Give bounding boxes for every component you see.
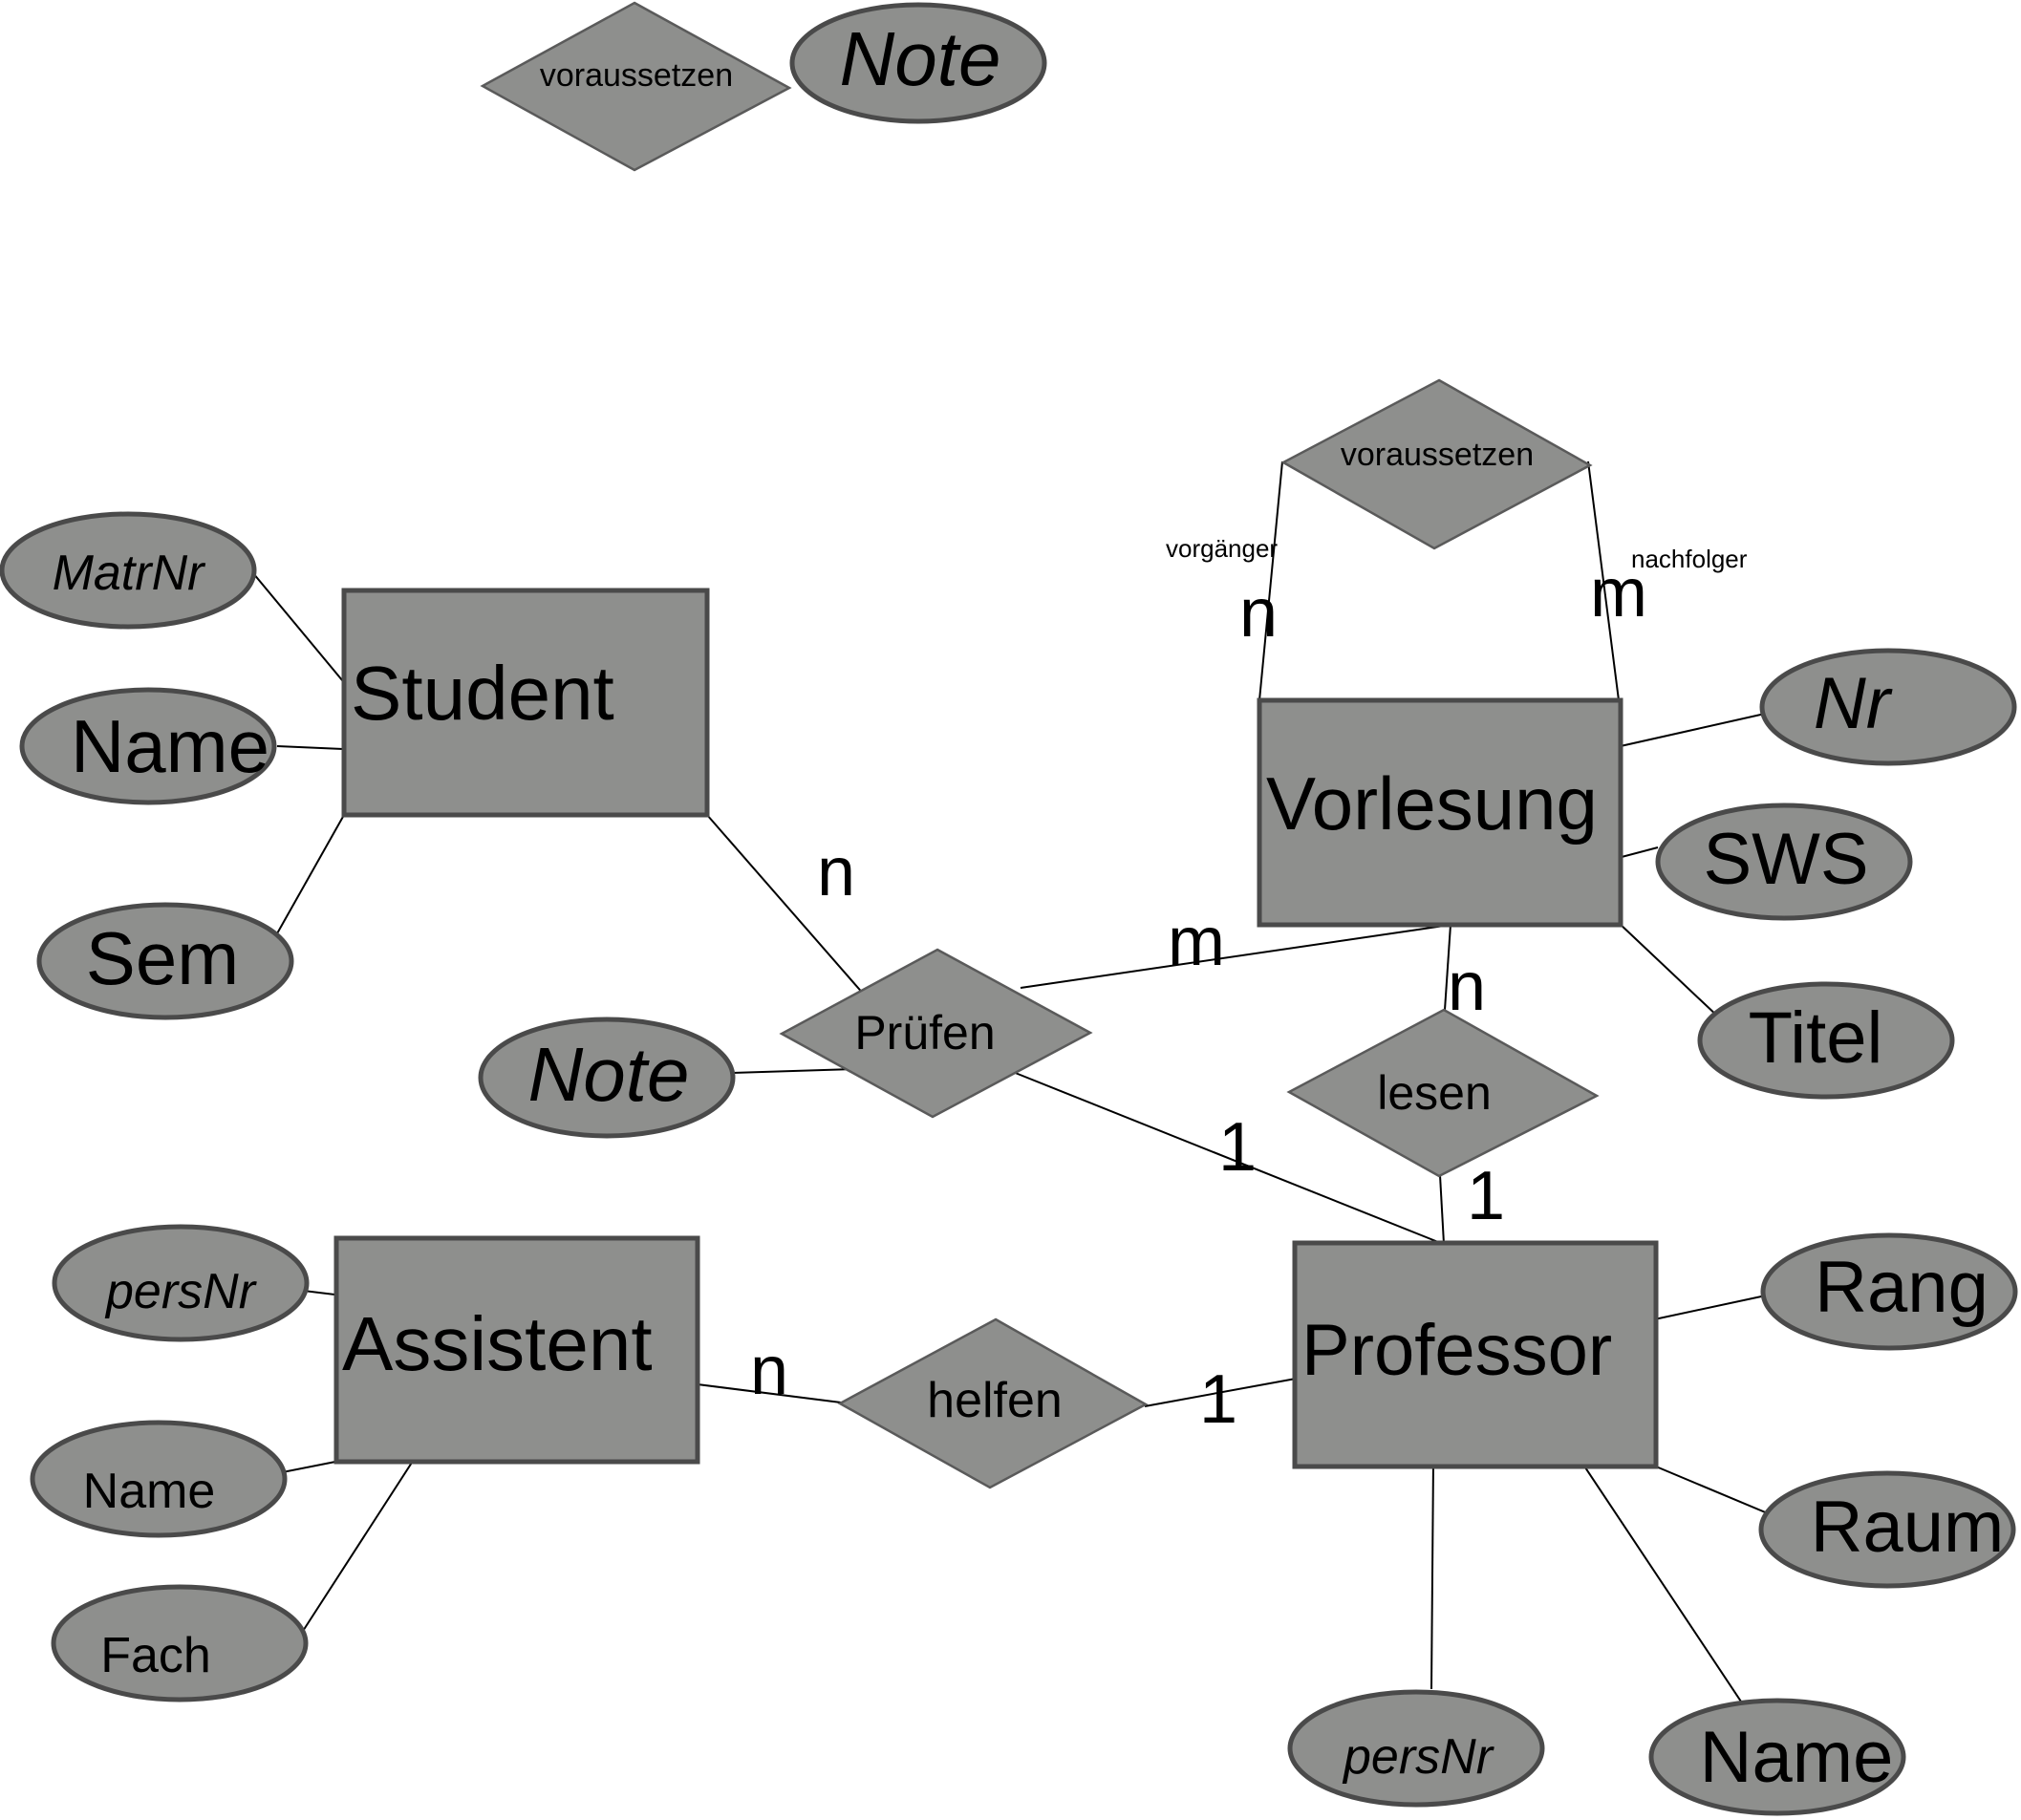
relationship-lesen-label: lesen [1377, 1066, 1492, 1120]
edge-pruefen-professor [1012, 1071, 1444, 1245]
edge-vorlesung-titel [1618, 922, 1721, 1019]
role-vorgaenger: vorgänger [1166, 534, 1278, 563]
edge-voraussetzen-nachfolger [1587, 460, 1620, 701]
cardinality-vorlesung-pruefen: m [1168, 904, 1225, 980]
attribute-assistent-persnr-label: persNr [104, 1264, 258, 1319]
attribute-professor-persnr-label: persNr [1342, 1729, 1495, 1785]
attribute-professor-raum[interactable]: Raum [1758, 1470, 2016, 1589]
attribute-vorlesung-titel-label: Titel [1749, 997, 1883, 1079]
attribute-note-top-label: Note [840, 16, 1001, 101]
edge-assistent-helfen [689, 1382, 842, 1403]
attribute-assistent-fach-label: Fach [100, 1628, 211, 1683]
attribute-professor-name[interactable]: Name [1648, 1698, 1906, 1816]
attribute-professor-raum-label: Raum [1811, 1487, 2005, 1568]
cardinality-professor-pruefen: 1 [1218, 1109, 1257, 1186]
attribute-student-name[interactable]: Name [19, 687, 277, 805]
relationship-lesen[interactable]: lesen [1286, 1008, 1600, 1178]
attribute-student-name-label: Name [71, 704, 269, 788]
relationship-helfen-label: helfen [927, 1373, 1063, 1428]
cardinality-student-pruefen: n [817, 834, 855, 910]
attribute-professor-name-label: Name [1700, 1717, 1894, 1798]
role-nachfolger: nachfolger [1631, 545, 1748, 573]
cardinality-voraussetzen-nachfolger: m [1590, 555, 1647, 632]
relationship-voraussetzen[interactable]: voraussetzen [1280, 378, 1593, 550]
attribute-vorlesung-sws-label: SWS [1703, 819, 1868, 900]
entity-vorlesung-label: Vorlesung [1266, 761, 1598, 846]
attribute-vorlesung-sws[interactable]: SWS [1655, 803, 1913, 921]
relationship-pruefen-label: Prüfen [854, 1006, 995, 1060]
entity-student[interactable]: Student [341, 588, 710, 818]
edge-pruefen-vorlesung [1020, 924, 1451, 989]
relationship-helfen[interactable]: helfen [837, 1317, 1149, 1489]
entity-assistent[interactable]: Assistent [333, 1235, 700, 1465]
relationship-voraussetzen-top-label: voraussetzen [540, 57, 733, 94]
attribute-student-sem-label: Sem [86, 916, 239, 1000]
entity-vorlesung[interactable]: Vorlesung [1257, 697, 1623, 928]
attribute-pruefen-note-label: Note [528, 1032, 690, 1117]
edge-professor-persnr [1430, 1459, 1434, 1690]
edge-student-matrnr [252, 572, 357, 698]
attribute-professor-rang[interactable]: Rang [1760, 1232, 2018, 1351]
edge-helfen-professor [1144, 1378, 1297, 1407]
attribute-note-top[interactable]: Note [789, 2, 1047, 124]
edge-professor-name [1569, 1444, 1750, 1714]
attribute-vorlesung-nr[interactable]: Nr [1759, 648, 2017, 766]
entity-assistent-label: Assistent [342, 1301, 653, 1386]
attribute-professor-rang-label: Rang [1815, 1247, 1989, 1328]
entity-professor[interactable]: Professor [1292, 1240, 1659, 1469]
attribute-assistent-fach[interactable]: Fach [51, 1584, 309, 1702]
edge-lesen-professor [1439, 1174, 1445, 1245]
edge-professor-rang [1645, 1295, 1767, 1322]
attribute-vorlesung-nr-label: Nr [1814, 663, 1893, 744]
attribute-assistent-name-label: Name [83, 1464, 216, 1519]
attribute-student-matrnr-label: MatrNr [53, 546, 207, 601]
attribute-student-matrnr[interactable]: MatrNr [0, 511, 257, 630]
attribute-pruefen-note[interactable]: Note [478, 1017, 736, 1139]
relationship-voraussetzen-top[interactable]: voraussetzen [480, 1, 792, 172]
relationship-voraussetzen-label: voraussetzen [1341, 437, 1534, 473]
attribute-assistent-persnr[interactable]: persNr [52, 1224, 310, 1342]
entity-professor-label: Professor [1301, 1310, 1612, 1391]
cardinality-professor-lesen: 1 [1467, 1158, 1505, 1234]
cardinality-voraussetzen-vorgaenger: n [1239, 575, 1278, 652]
edge-vorlesung-nr [1602, 713, 1766, 751]
edge-vorlesung-lesen [1444, 924, 1451, 1011]
entity-student-label: Student [351, 651, 614, 736]
cardinality-assistent-helfen: n [750, 1333, 788, 1409]
attribute-professor-persnr[interactable]: persNr [1287, 1689, 1545, 1808]
cardinality-professor-helfen: 1 [1199, 1361, 1237, 1438]
attribute-student-sem[interactable]: Sem [36, 902, 294, 1020]
edge-assistent-fach [295, 1451, 419, 1642]
cardinality-vorlesung-lesen: n [1448, 949, 1486, 1025]
attribute-vorlesung-titel[interactable]: Titel [1697, 981, 1955, 1100]
edge-voraussetzen-vorgaenger [1258, 460, 1283, 701]
relationship-pruefen[interactable]: Prüfen [779, 948, 1093, 1119]
attribute-assistent-name[interactable]: Name [30, 1420, 288, 1538]
edge-student-sem [271, 814, 345, 943]
edge-student-pruefen [706, 814, 866, 996]
